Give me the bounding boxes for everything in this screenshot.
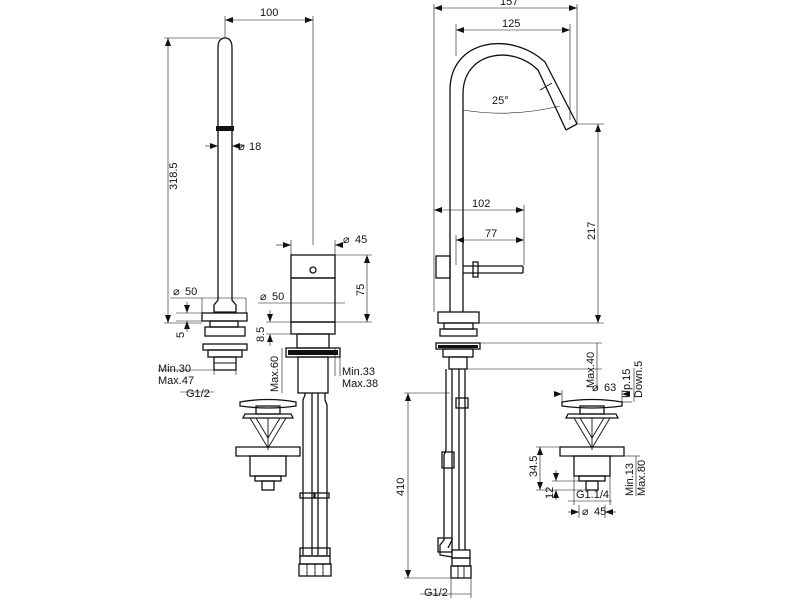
waste-dims: ⌀ 63 Up.15 Down.5 34.5 12 G1.1/4 ⌀ 45 Mi… — [528, 361, 648, 518]
max-80: Max.80 — [636, 460, 648, 496]
dim-34-5: 34.5 — [528, 456, 540, 477]
dim-75: 75 — [355, 284, 367, 296]
dim-50-b: 50 — [272, 291, 284, 303]
dim-318-5: 318.5 — [168, 162, 180, 190]
dim-157: 157 — [500, 0, 518, 8]
popup-waste-right — [559, 398, 625, 491]
dim-410: 410 — [395, 478, 407, 496]
diameter-symbol: ⌀ — [238, 141, 245, 153]
g-1-1-4: G1.1/4 — [576, 489, 609, 501]
dim-125: 125 — [502, 18, 520, 30]
dim-217: 217 — [586, 222, 598, 240]
g-half-left: G1/2 — [186, 388, 210, 400]
mixer-dims: ⌀ 45 75 ⌀ 50 8.5 Max.60 Min.33 Max.38 — [255, 234, 378, 393]
dim-45-top: 45 — [355, 234, 367, 246]
gooseneck-dims: 157 125 25° 102 77 217 Max.40 410 G1/2 — [395, 0, 604, 599]
max-47: Max.47 — [158, 375, 194, 387]
dim-18: 18 — [249, 141, 261, 153]
mixer-body-side — [285, 254, 341, 577]
max-60: Max.60 — [269, 356, 281, 392]
dim-50-a: 50 — [185, 286, 197, 298]
up-15: Up.15 — [621, 369, 633, 398]
aerator-mark — [216, 126, 234, 131]
diameter-symbol: ⌀ — [343, 234, 350, 246]
dim-63: 63 — [604, 382, 616, 394]
diameter-symbol: ⌀ — [173, 286, 180, 298]
dim-5: 5 — [175, 332, 187, 338]
min-13: Min.13 — [624, 463, 636, 496]
dim-12: 12 — [544, 487, 556, 499]
min-33: Min.33 — [342, 366, 375, 378]
gooseneck-mixer — [435, 42, 578, 579]
diameter-symbol: ⌀ — [592, 382, 599, 394]
dim-8-5: 8.5 — [255, 327, 267, 342]
spout-side-view — [201, 37, 301, 491]
min-30: Min.30 — [158, 363, 191, 375]
max-40: Max.40 — [585, 352, 597, 388]
popup-waste-left — [235, 398, 301, 491]
dim-45-bot: 45 — [594, 506, 606, 518]
down-5: Down.5 — [633, 361, 645, 398]
dim-102: 102 — [472, 198, 490, 210]
dim-100: 100 — [260, 7, 278, 19]
spout-dims: 100 318.5 ⌀ 18 ⌀ 50 5 Min.30 Max.47 G1/2 — [158, 7, 314, 400]
angle-25: 25° — [492, 95, 509, 107]
dim-77: 77 — [485, 228, 497, 240]
diameter-symbol: ⌀ — [260, 291, 267, 303]
diameter-symbol: ⌀ — [582, 506, 589, 518]
max-38: Max.38 — [342, 378, 378, 390]
g-half-right: G1/2 — [424, 587, 448, 599]
